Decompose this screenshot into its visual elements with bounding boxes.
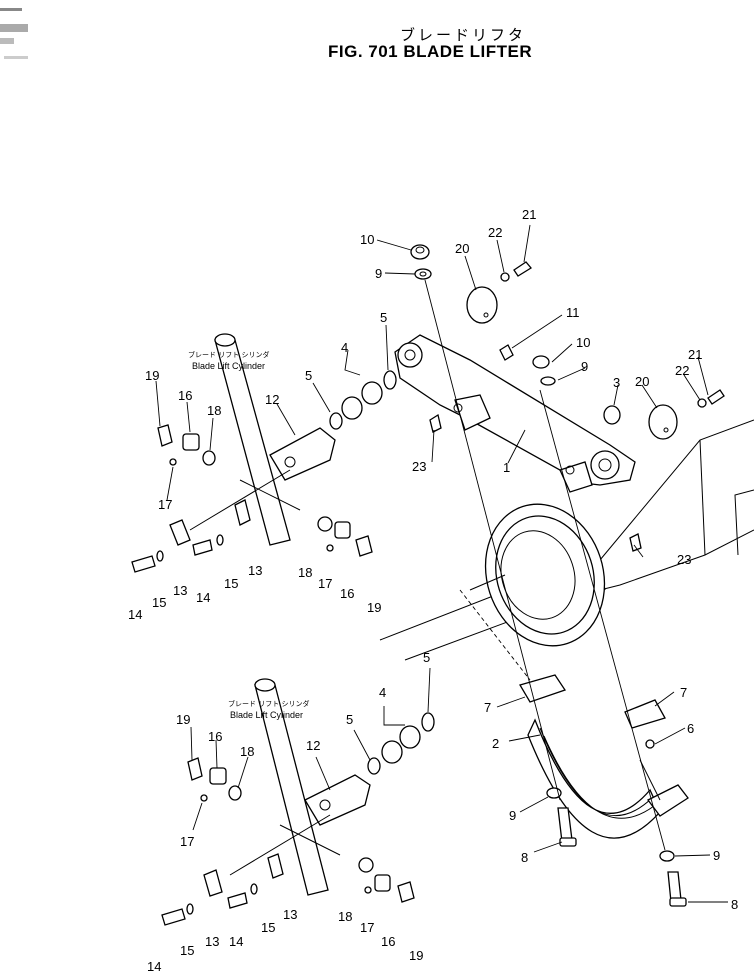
callout-label: 22 bbox=[675, 363, 689, 378]
scan-artifact bbox=[0, 8, 28, 59]
callout-label: 13 bbox=[205, 934, 219, 949]
callout-label: 10 bbox=[360, 232, 374, 247]
cylinder-label-jp-upper: ブレード リフト シリンダ bbox=[188, 350, 269, 359]
hardware-upper-left bbox=[131, 424, 373, 573]
callout-label: 15 bbox=[224, 576, 238, 591]
callout-label: 16 bbox=[340, 586, 354, 601]
alignment-lines bbox=[424, 279, 666, 851]
callout-label: 18 bbox=[298, 565, 312, 580]
blade-lift-cylinder-upper bbox=[189, 333, 336, 546]
callout-label: 9 bbox=[509, 808, 516, 823]
callout-label: 4 bbox=[341, 340, 348, 355]
callout-label: 14 bbox=[196, 590, 210, 605]
callout-label: 14 bbox=[229, 934, 243, 949]
callout-label: 9 bbox=[375, 266, 382, 281]
callout-label: 4 bbox=[379, 685, 386, 700]
callout-label: 17 bbox=[180, 834, 194, 849]
saddle-clamp bbox=[519, 674, 689, 839]
callout-label: 22 bbox=[488, 225, 502, 240]
callout-label: 13 bbox=[283, 907, 297, 922]
callout-label: 18 bbox=[338, 909, 352, 924]
cap-20-right bbox=[648, 404, 678, 440]
callout-label: 17 bbox=[360, 920, 374, 935]
callout-label: 16 bbox=[178, 388, 192, 403]
callout-label: 21 bbox=[522, 207, 536, 222]
callout-label: 20 bbox=[455, 241, 469, 256]
callout-label: 5 bbox=[380, 310, 387, 325]
callout-label: 3 bbox=[613, 375, 620, 390]
blade-lift-cylinder-lower bbox=[229, 678, 371, 896]
bushing-group-upper bbox=[329, 370, 397, 430]
callout-label: 8 bbox=[521, 850, 528, 865]
callout-label: 18 bbox=[207, 403, 221, 418]
callout-label: 20 bbox=[635, 374, 649, 389]
callout-label: 19 bbox=[176, 712, 190, 727]
title-japanese: ブレードリフタ bbox=[400, 26, 527, 44]
cylinder-label-jp-lower: ブレード リフト シリンダ bbox=[228, 699, 309, 708]
callout-label: 18 bbox=[240, 744, 254, 759]
blade-lifter-arm bbox=[394, 334, 636, 493]
callout-label: 13 bbox=[173, 583, 187, 598]
callout-label: 5 bbox=[305, 368, 312, 383]
callout-label: 21 bbox=[688, 347, 702, 362]
callout-label: 5 bbox=[346, 712, 353, 727]
callout-label: 16 bbox=[208, 729, 222, 744]
leader-lines bbox=[155, 224, 728, 903]
hardware-upper bbox=[410, 244, 725, 552]
callout-label: 14 bbox=[147, 959, 161, 971]
callout-label: 2 bbox=[492, 736, 499, 751]
callout-label: 15 bbox=[261, 920, 275, 935]
bushing-group-lower bbox=[367, 712, 435, 775]
callout-label: 17 bbox=[158, 497, 172, 512]
cylinder-label-upper: Blade Lift Cylinder bbox=[192, 361, 265, 371]
callout-label: 14 bbox=[128, 607, 142, 622]
callout-labels: 21 22 10 9 20 5 11 10 9 4 21 22 3 20 19 … bbox=[128, 207, 738, 971]
callout-label: 23 bbox=[677, 552, 691, 567]
callout-label: 10 bbox=[576, 335, 590, 350]
callout-label: 19 bbox=[409, 948, 423, 963]
callout-label: 23 bbox=[412, 459, 426, 474]
callout-label: 17 bbox=[318, 576, 332, 591]
callout-label: 12 bbox=[306, 738, 320, 753]
callout-label: 6 bbox=[687, 721, 694, 736]
callout-label: 19 bbox=[145, 368, 159, 383]
hardware-lower-right bbox=[546, 787, 687, 907]
callout-label: 1 bbox=[503, 460, 510, 475]
callout-label: 7 bbox=[484, 700, 491, 715]
callout-label: 15 bbox=[180, 943, 194, 958]
callout-label: 19 bbox=[367, 600, 381, 615]
cylinder-label-lower: Blade Lift Cylinder bbox=[230, 710, 303, 720]
callout-label: 15 bbox=[152, 595, 166, 610]
callout-label: 8 bbox=[731, 897, 738, 912]
callout-label: 16 bbox=[381, 934, 395, 949]
hardware-lower-left bbox=[161, 757, 415, 926]
callout-label: 11 bbox=[566, 305, 580, 320]
callout-label: 9 bbox=[581, 359, 588, 374]
cap-20-upper bbox=[466, 286, 498, 324]
callout-label: 13 bbox=[248, 563, 262, 578]
callout-label: 5 bbox=[423, 650, 430, 665]
callout-label: 12 bbox=[265, 392, 279, 407]
callout-label: 7 bbox=[680, 685, 687, 700]
callout-label: 9 bbox=[713, 848, 720, 863]
axle-hub bbox=[469, 503, 606, 647]
figure-title: FIG. 701 BLADE LIFTER bbox=[328, 42, 533, 61]
